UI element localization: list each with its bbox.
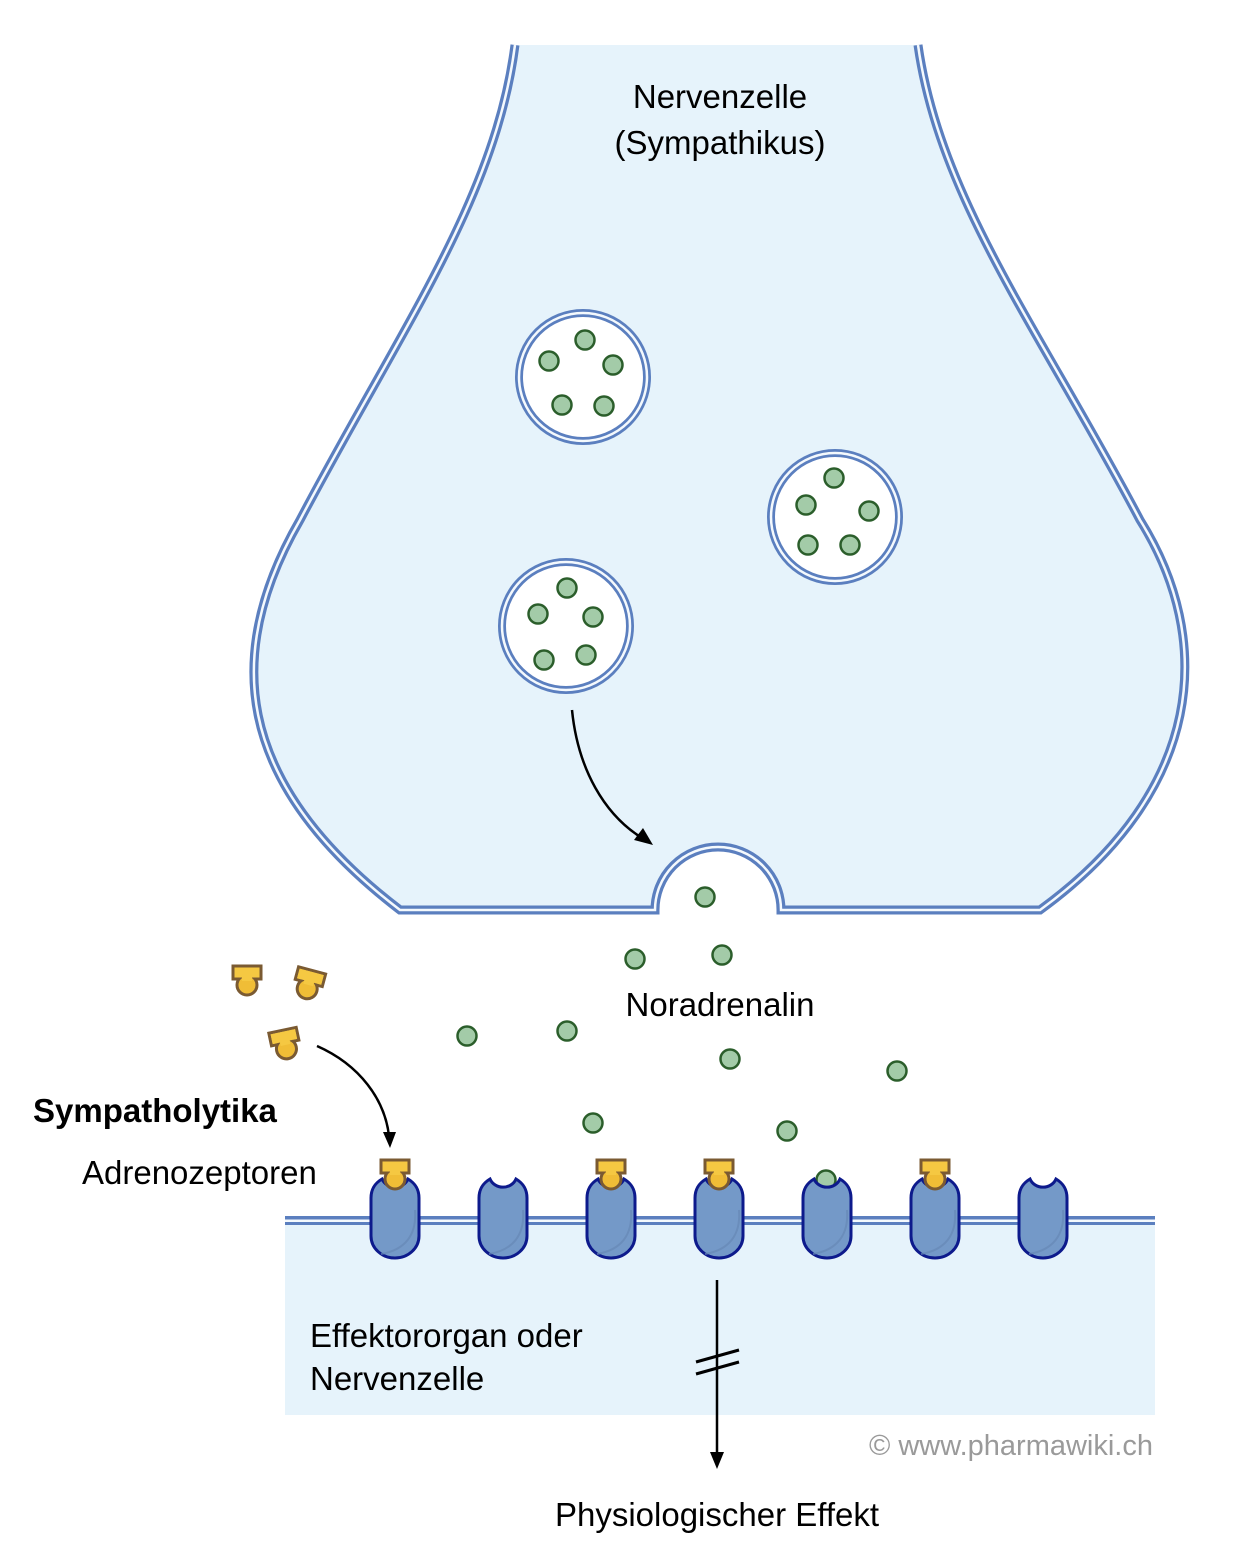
noradrenalin-molecule [574, 329, 596, 351]
noradrenalin-molecule [582, 1112, 604, 1134]
adrenoceptor [369, 1176, 421, 1260]
noradrenalin-molecule [823, 467, 845, 489]
noradrenalin-molecule [839, 534, 861, 556]
noradrenalin-molecule [538, 350, 560, 372]
sympatholytika-label: Sympatholytika [33, 1092, 278, 1129]
adrenoceptors [369, 1176, 1069, 1260]
blocked-effect-arrow [695, 1280, 740, 1469]
noradrenalin-molecule [711, 944, 733, 966]
noradrenalin-molecule [858, 500, 880, 522]
noradrenalin-molecule [797, 534, 819, 556]
sympatholytikum-molecule [703, 1158, 735, 1191]
sympatholytikum-molecule [379, 1158, 411, 1191]
noradrenalin-molecule [593, 395, 615, 417]
sympatholytika-molecules [231, 964, 951, 1191]
noradrenalin-molecule [575, 644, 597, 666]
sympatholytikum-molecule [595, 1158, 627, 1191]
noradrenalin-molecule [624, 948, 646, 970]
adrenoceptor-label: Adrenozeptoren [82, 1154, 317, 1191]
synaptic-vesicle [498, 558, 634, 694]
noradrenalin-molecule [582, 606, 604, 628]
noradrenalin-molecule [551, 394, 573, 416]
target-sublabel: Nervenzelle [310, 1360, 484, 1397]
sympatholytikum-molecule [919, 1158, 951, 1191]
noradrenalin-molecule [533, 649, 555, 671]
neuron-sublabel: (Sympathikus) [615, 124, 826, 161]
noradrenalin-molecule [776, 1120, 798, 1142]
exocytosis-arrow [570, 709, 653, 845]
noradrenalin-molecule [694, 886, 716, 908]
noradrenalin-molecule [556, 1020, 578, 1042]
sympatholytikum-molecule [267, 1025, 304, 1064]
adrenoceptor [477, 1176, 529, 1260]
effect-label: Physiologischer Effekt [555, 1496, 879, 1533]
adrenoceptor [693, 1176, 745, 1260]
synaptic-vesicle [515, 309, 651, 445]
adrenoceptor [1017, 1176, 1069, 1260]
presynaptic-neuron [249, 44, 1190, 915]
noradrenalin-molecule [795, 494, 817, 516]
neuron-label: Nervenzelle [633, 78, 807, 115]
noradrenalin-label: Noradrenalin [626, 986, 815, 1023]
noradrenalin-molecule [456, 1025, 478, 1047]
adrenoceptor [801, 1176, 853, 1260]
sympatholytikum-molecule [289, 965, 328, 1004]
noradrenalin-molecules [456, 886, 908, 1191]
vesicles [498, 309, 903, 694]
target-label: Effektororgan oder [310, 1317, 583, 1354]
noradrenalin-molecule [527, 603, 549, 625]
noradrenalin-molecule [719, 1048, 741, 1070]
adrenoceptor [909, 1176, 961, 1260]
binding-arrow [316, 1044, 396, 1148]
adrenoceptor [585, 1176, 637, 1260]
noradrenalin-molecule [886, 1060, 908, 1082]
noradrenalin-molecule [602, 354, 624, 376]
sympatholytikum-molecule [231, 964, 263, 997]
synaptic-vesicle [767, 449, 903, 585]
watermark: © www.pharmawiki.ch [869, 1430, 1153, 1462]
noradrenalin-molecule [556, 577, 578, 599]
